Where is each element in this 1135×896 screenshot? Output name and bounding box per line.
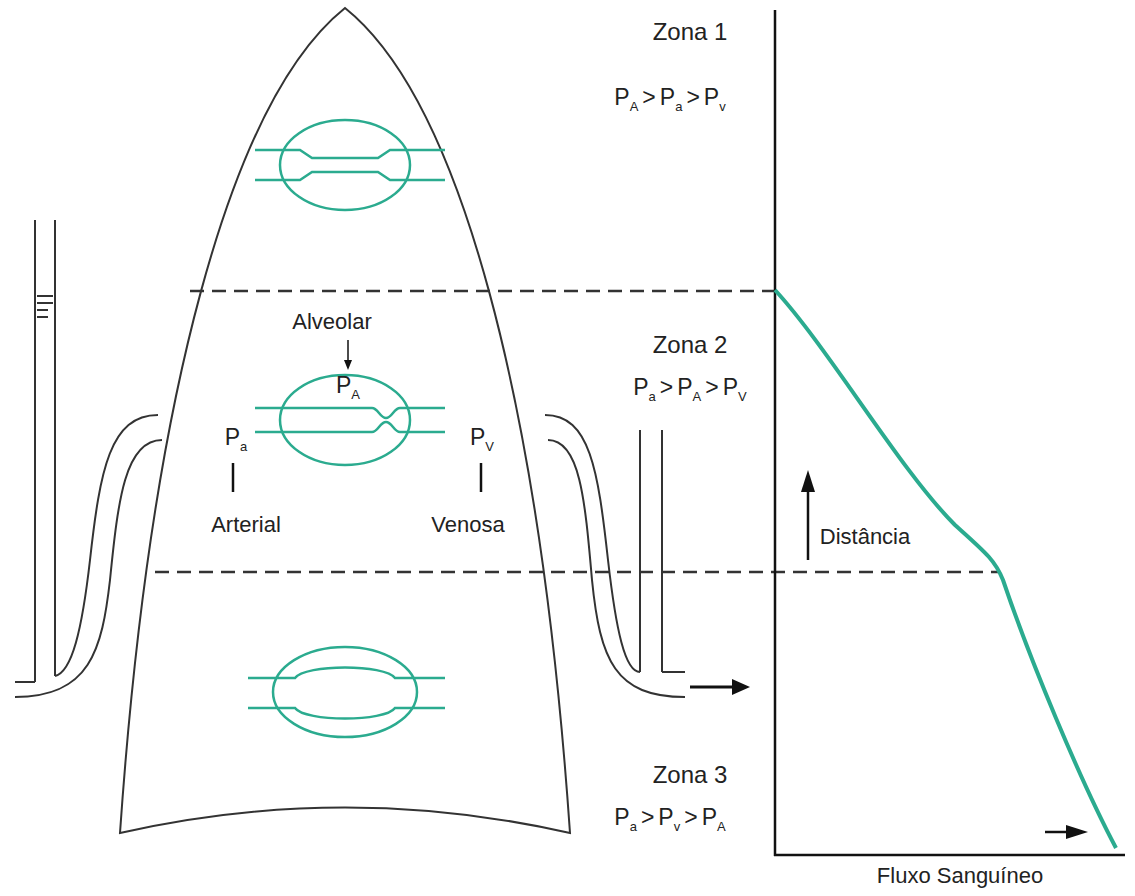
pointer-arrow	[344, 340, 352, 370]
pressure-letter: P	[702, 804, 717, 830]
pressure-symbol: Pa	[225, 425, 248, 454]
leader-line	[480, 463, 483, 492]
zone-boundary	[155, 571, 1000, 574]
pressure-letter: P	[660, 84, 675, 110]
alveolus-zone-1	[255, 120, 445, 210]
zone-title: Zona 3	[653, 762, 728, 788]
operator: >	[660, 374, 673, 400]
subscript: v	[719, 99, 726, 114]
pressure-letter: P	[723, 374, 738, 400]
subscript: A	[351, 387, 360, 402]
arterial-vessel	[15, 220, 162, 697]
subscript: a	[675, 99, 682, 114]
part-name: Arterial	[211, 513, 281, 537]
pressure-letter: P	[704, 84, 719, 110]
pressure-letter: P	[677, 374, 692, 400]
subscript: v	[674, 819, 681, 834]
axis-label: Fluxo Sanguíneo	[877, 864, 1043, 888]
operator: >	[684, 804, 697, 830]
pressure-letter: P	[470, 424, 485, 450]
subscript: a	[630, 819, 637, 834]
flow-arrow	[690, 679, 750, 695]
operator: >	[686, 84, 699, 110]
zone-boundary	[190, 290, 775, 293]
zone-title: Zona 2	[653, 332, 728, 358]
pressure-formula: Pa>Pv>PA	[614, 805, 725, 834]
pressure-letter: P	[614, 84, 629, 110]
pressure-symbol: PV	[470, 425, 494, 454]
lung-outline	[120, 8, 570, 833]
part-name: Alveolar	[292, 310, 371, 334]
pressure-letter: P	[336, 372, 351, 398]
pressure-letter: P	[633, 374, 648, 400]
pressure-letter: P	[658, 804, 673, 830]
subscript: V	[738, 389, 747, 404]
operator: >	[641, 804, 654, 830]
zone-title: Zona 1	[653, 19, 728, 45]
operator: >	[642, 84, 655, 110]
alveolus-zone-3	[248, 647, 445, 737]
subscript: a	[649, 389, 656, 404]
operator: >	[705, 374, 718, 400]
subscript: A	[693, 389, 702, 404]
axis-label: Distância	[820, 525, 910, 549]
part-name: Venosa	[431, 513, 504, 537]
subscript: A	[630, 99, 639, 114]
subscript: a	[240, 439, 247, 454]
venous-vessel	[545, 415, 685, 697]
pressure-formula: Pa>PA>PV	[633, 375, 746, 404]
pressure-formula: PA>Pa>Pv	[614, 85, 725, 114]
subscript: V	[485, 439, 494, 454]
pressure-symbol: PA	[336, 373, 360, 402]
flow-graph	[774, 10, 1125, 856]
pressure-letter: P	[225, 424, 240, 450]
subscript: A	[717, 819, 726, 834]
pressure-letter: P	[614, 804, 629, 830]
leader-line	[232, 463, 235, 492]
